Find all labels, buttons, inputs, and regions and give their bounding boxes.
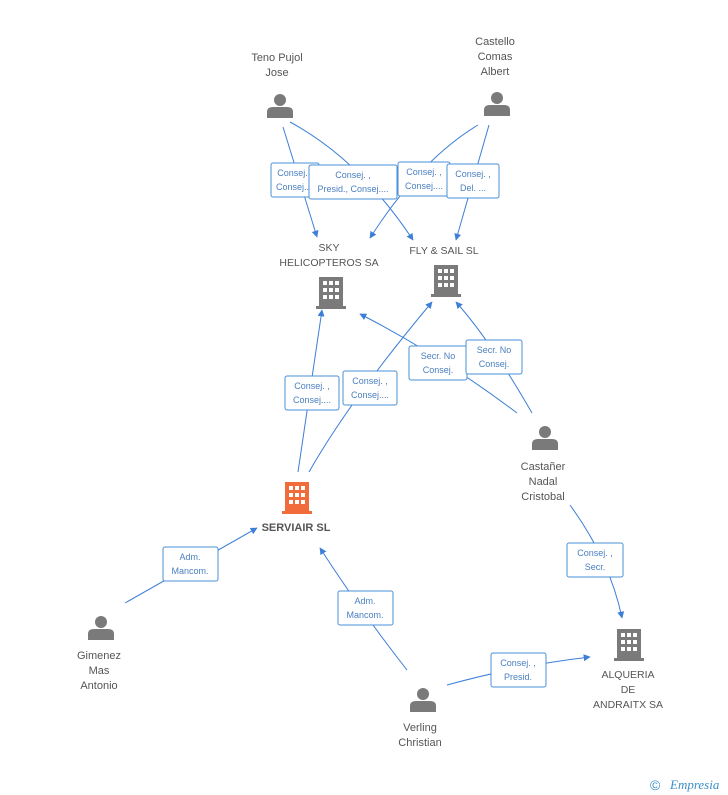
node-fly-sail-sl[interactable]: FLY & SAIL SL bbox=[409, 245, 479, 297]
badge-line-1: Consej. , bbox=[455, 169, 491, 179]
node-serviair-sl[interactable]: SERVIAIR SL bbox=[262, 482, 331, 534]
node-castaner-nadal-cristobal[interactable]: Castañer Nadal Cristobal bbox=[521, 426, 566, 503]
badge-line-2: Secr. bbox=[585, 562, 606, 572]
node-label-line: HELICOPTEROS SA bbox=[279, 257, 378, 269]
badge-castaner-alqueria[interactable]: Consej. , Secr. bbox=[566, 542, 624, 578]
badge-line-1: Consej. , bbox=[335, 170, 371, 180]
badge-line-1: Consej. , bbox=[352, 376, 388, 386]
badge-teno-flysail[interactable]: Consej. , Presid., Consej.... bbox=[308, 164, 398, 200]
badge-verling-serviair[interactable]: Adm. Mancom. bbox=[337, 590, 394, 626]
node-label-line: Christian bbox=[398, 737, 441, 749]
node-label-line: Antonio bbox=[80, 680, 117, 692]
badge-line-2: Del. ... bbox=[460, 183, 486, 193]
badge-gimenez-serviair[interactable]: Adm. Mancom. bbox=[162, 546, 219, 582]
badge-teno-sky[interactable]: Consej. , Consej.... bbox=[270, 162, 320, 198]
badge-castaner-flysail[interactable]: Secr. No Consej. bbox=[465, 339, 523, 375]
node-label-line: Gimenez bbox=[77, 650, 121, 662]
node-label-line: Castañer bbox=[521, 461, 566, 473]
node-label-line: DE bbox=[621, 684, 636, 696]
badge-castello-sky[interactable]: Consej. , Consej.... bbox=[397, 161, 451, 197]
node-gimenez-mas-antonio[interactable]: Gimenez Mas Antonio bbox=[77, 616, 121, 692]
person-icon bbox=[410, 688, 436, 712]
building-icon bbox=[431, 265, 461, 297]
node-castello-comas-albert[interactable]: Castello Comas Albert bbox=[475, 36, 515, 116]
badge-verling-alqueria[interactable]: Consej. , Presid. bbox=[490, 652, 547, 688]
building-icon bbox=[316, 277, 346, 309]
badge-line-1: Secr. No bbox=[421, 351, 456, 361]
node-label-line: SERVIAIR SL bbox=[262, 522, 331, 534]
node-label-line: Verling bbox=[403, 722, 437, 734]
badge-castello-flysail[interactable]: Consej. , Del. ... bbox=[446, 163, 500, 199]
node-label-line: Teno Pujol bbox=[251, 52, 302, 64]
badge-serviair-flysail[interactable]: Consej. , Consej.... bbox=[342, 370, 398, 406]
badge-line-1: Adm. bbox=[354, 596, 375, 606]
badge-line-1: Consej. , bbox=[277, 168, 313, 178]
brand-logo[interactable]: © Empresia bbox=[650, 777, 720, 793]
node-alqueria-de-andraitx-sa[interactable]: ALQUERIA DE ANDRAITX SA bbox=[593, 629, 663, 711]
node-label-line: ALQUERIA bbox=[601, 669, 654, 681]
person-icon bbox=[267, 94, 293, 118]
badge-line-1: Secr. No bbox=[477, 345, 512, 355]
badge-line-2: Mancom. bbox=[346, 610, 383, 620]
badge-line-2: Consej.... bbox=[351, 390, 389, 400]
badge-line-1: Consej. , bbox=[577, 548, 613, 558]
person-icon bbox=[88, 616, 114, 640]
node-label-line: Comas bbox=[478, 51, 513, 63]
copyright-icon: © bbox=[650, 777, 661, 793]
node-label-line: Albert bbox=[481, 66, 510, 78]
building-icon bbox=[614, 629, 644, 661]
badge-line-1: Adm. bbox=[179, 552, 200, 562]
node-sky-helicopteros-sa[interactable]: SKY HELICOPTEROS SA bbox=[279, 242, 379, 309]
building-icon bbox=[282, 482, 312, 514]
node-label-line: Castello bbox=[475, 36, 515, 48]
badge-line-2: Consej.... bbox=[405, 181, 443, 191]
badge-serviair-sky[interactable]: Consej. , Consej.... bbox=[284, 375, 340, 411]
badge-line-2: Consej.... bbox=[276, 182, 314, 192]
node-label-line: Cristobal bbox=[521, 491, 564, 503]
node-label-line: Nadal bbox=[529, 476, 558, 488]
node-label-line: FLY & SAIL SL bbox=[409, 245, 478, 257]
node-label-line: SKY bbox=[318, 242, 339, 254]
node-label-line: Jose bbox=[265, 67, 288, 79]
person-icon bbox=[532, 426, 558, 450]
badge-line-2: Presid., Consej.... bbox=[317, 184, 388, 194]
badge-line-1: Consej. , bbox=[500, 658, 536, 668]
node-verling-christian[interactable]: Verling Christian bbox=[398, 688, 442, 749]
brand-name: Empresia bbox=[669, 777, 720, 792]
node-label-line: ANDRAITX SA bbox=[593, 699, 663, 711]
person-icon bbox=[484, 92, 510, 116]
badge-line-2: Presid. bbox=[504, 672, 532, 682]
badge-line-2: Consej.... bbox=[293, 395, 331, 405]
node-label-line: Mas bbox=[89, 665, 110, 677]
badge-line-1: Consej. , bbox=[294, 381, 330, 391]
badge-line-2: Consej. bbox=[423, 365, 454, 375]
badge-castaner-sky[interactable]: Secr. No Consej. bbox=[408, 345, 468, 381]
badge-line-1: Consej. , bbox=[406, 167, 442, 177]
badge-line-2: Consej. bbox=[479, 359, 510, 369]
node-teno-pujol-jose[interactable]: Teno Pujol Jose bbox=[251, 52, 303, 118]
badges: Consej. , Consej.... Consej. , Presid., … bbox=[162, 161, 624, 688]
badge-line-2: Mancom. bbox=[171, 566, 208, 576]
